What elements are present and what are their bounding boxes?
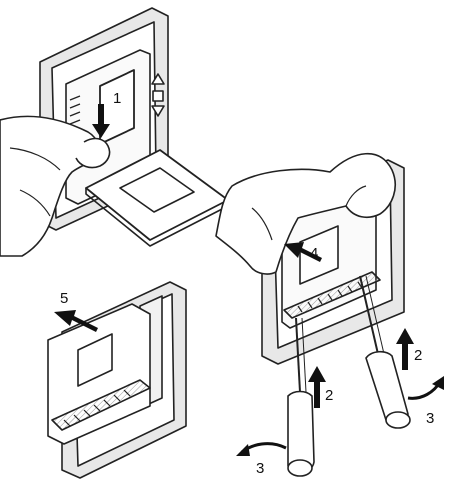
step2-right-label: 2 bbox=[414, 347, 422, 364]
step3-right-label: 3 bbox=[426, 410, 434, 427]
step2-arrow-right bbox=[396, 328, 414, 370]
step2-left-label: 2 bbox=[325, 387, 333, 404]
thermostat-buttons bbox=[152, 74, 164, 116]
panel-release-screwdrivers bbox=[216, 154, 444, 476]
panel-remove-module bbox=[48, 282, 186, 478]
step1-label: 1 bbox=[113, 90, 121, 107]
step5-label: 5 bbox=[60, 290, 68, 307]
step4-label: 4 bbox=[310, 245, 318, 262]
square-icon bbox=[153, 91, 163, 101]
panel-open-cover bbox=[0, 8, 228, 256]
step3-left-label: 3 bbox=[256, 460, 264, 477]
